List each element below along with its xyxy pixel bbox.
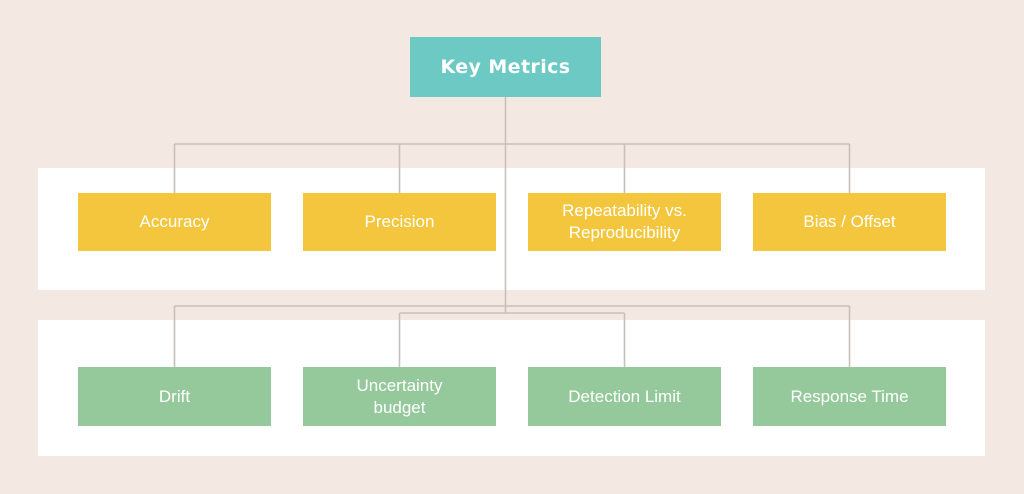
node-label: Accuracy	[139, 212, 210, 232]
node-label: Repeatability vs. Reproducibility	[562, 201, 687, 242]
node-label: Precision	[364, 212, 435, 232]
root-node-key-metrics: Key Metrics	[410, 37, 601, 97]
node-label: Drift	[158, 386, 191, 406]
level2-node-uncertainty-budget: Uncertainty budget	[303, 367, 496, 426]
level1-node-repeatability-reproducibility: Repeatability vs. Reproducibility	[528, 193, 721, 251]
level2-node-detection-limit: Detection Limit	[528, 367, 721, 426]
level1-node-accuracy: Accuracy	[78, 193, 271, 251]
node-label: Uncertainty budget	[356, 375, 443, 417]
node-label: Detection Limit	[568, 386, 681, 406]
level2-node-response-time: Response Time	[753, 367, 946, 426]
level1-node-precision: Precision	[303, 193, 496, 251]
level2-node-drift: Drift	[78, 367, 271, 426]
level1-node-bias-offset: Bias / Offset	[753, 193, 946, 251]
root-node-label: Key Metrics	[440, 55, 571, 78]
node-label: Response Time	[790, 386, 909, 406]
node-label: Bias / Offset	[803, 212, 896, 232]
